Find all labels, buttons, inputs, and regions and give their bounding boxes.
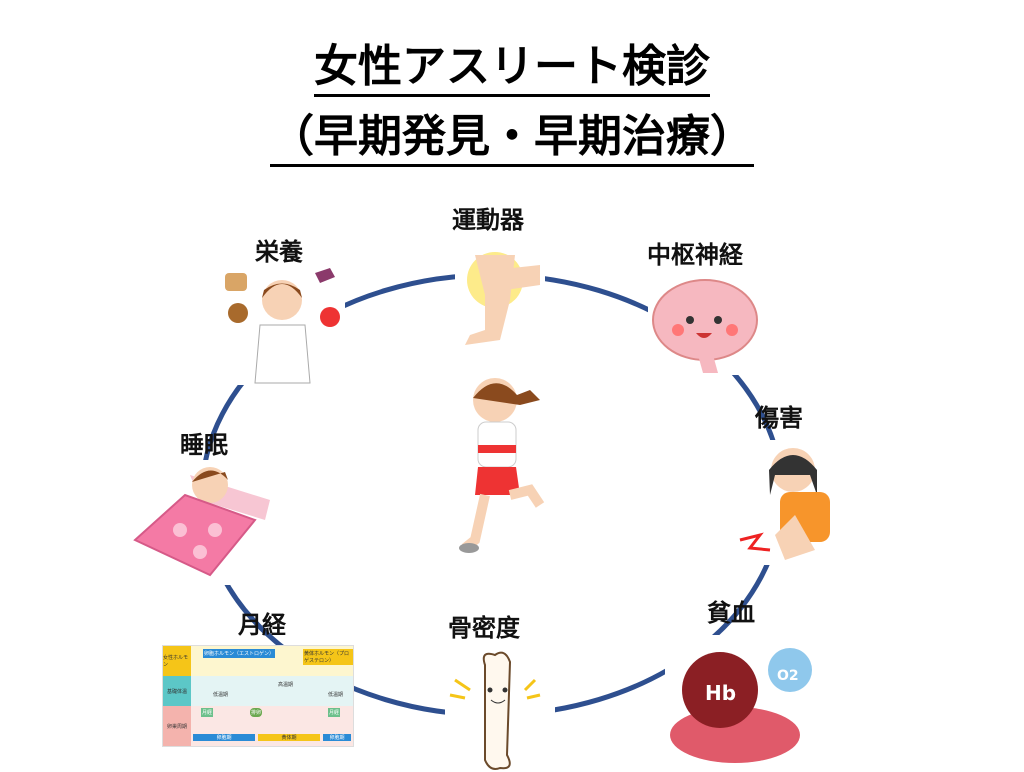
luteal-tag: 黄体期 xyxy=(258,734,320,741)
low-temp-tag: 低温期 xyxy=(213,692,229,698)
follicular2-tag: 卵胞期 xyxy=(323,734,351,741)
row-temperature: 基礎体温 xyxy=(163,676,191,706)
row-hormone: 女性ホルモン xyxy=(163,646,191,676)
hemoglobin-icon: Hb O2 xyxy=(665,635,830,770)
knee-icon xyxy=(455,240,545,355)
low-temp2-tag: 低温期 xyxy=(328,692,344,698)
row-ovary: 卵巣周期 xyxy=(163,706,191,746)
page-subtitle: （早期発見・早期治療） xyxy=(0,100,1024,167)
label-nutrition: 栄養 xyxy=(255,238,303,266)
title-line1: 女性アスリート検診 xyxy=(314,41,710,97)
injured-girl-icon xyxy=(735,440,845,565)
follicular-tag: 卵胞期 xyxy=(193,734,255,741)
o2-text: O2 xyxy=(777,668,799,684)
label-menstruation: 月経 xyxy=(238,611,286,639)
title-line2: （早期発見・早期治療） xyxy=(270,111,754,167)
label-bone-density: 骨密度 xyxy=(448,614,520,642)
menstrual-cycle-chart: 女性ホルモン 卵胞ホルモン（エストロゲン） 黄体ホルモン（プロゲステロン） 基礎… xyxy=(162,645,354,747)
progesterone-tag: 黄体ホルモン（プロゲステロン） xyxy=(303,649,353,665)
label-sleep: 睡眠 xyxy=(180,431,228,459)
high-temp-tag: 高温期 xyxy=(278,682,294,688)
label-musculoskeletal: 運動器 xyxy=(452,206,524,234)
runner-girl-icon xyxy=(459,378,545,553)
page-title: 女性アスリート検診 xyxy=(0,30,1024,97)
bone-icon xyxy=(445,650,555,772)
nutritionist-icon xyxy=(220,265,345,385)
label-central-nervous: 中枢神経 xyxy=(647,241,743,269)
menstruation-tag: 月経 xyxy=(201,708,214,717)
menstruation2-tag: 月経 xyxy=(328,708,341,717)
label-injury: 傷害 xyxy=(755,404,803,432)
ovulation-tag: 排卵 xyxy=(250,708,263,717)
label-anemia: 貧血 xyxy=(707,599,755,627)
sleeping-girl-icon xyxy=(130,460,275,585)
hb-text: Hb xyxy=(705,681,736,705)
brain-icon xyxy=(648,275,763,375)
estrogen-tag: 卵胞ホルモン（エストロゲン） xyxy=(203,649,276,658)
